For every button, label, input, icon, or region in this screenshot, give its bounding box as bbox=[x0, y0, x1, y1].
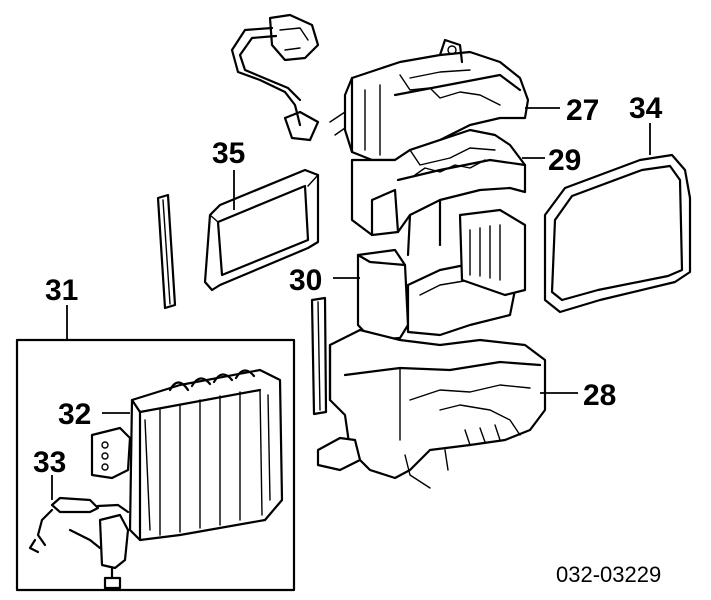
leader-lines bbox=[51, 107, 651, 500]
part-29-middle-case bbox=[350, 128, 527, 257]
pipe-fitting bbox=[230, 13, 320, 142]
evaporator-core bbox=[128, 368, 284, 542]
part-28-lower-case bbox=[316, 328, 547, 489]
callout-33: 33 bbox=[33, 446, 66, 479]
strip-seal-left bbox=[156, 193, 177, 310]
callout-28: 28 bbox=[583, 379, 616, 412]
strip-seal-middle bbox=[310, 296, 328, 416]
expansion-valve bbox=[90, 426, 132, 480]
part-27-upper-case bbox=[329, 38, 530, 162]
thermo-sensor bbox=[28, 496, 130, 590]
callout-27: 27 bbox=[566, 94, 599, 127]
callout-31: 31 bbox=[45, 274, 78, 307]
callout-32: 32 bbox=[58, 398, 91, 431]
callout-29: 29 bbox=[548, 144, 581, 177]
callout-labels: 27 29 34 35 30 28 31 32 33 bbox=[33, 92, 663, 479]
part-34-large-gasket bbox=[543, 153, 692, 314]
evaporator-assembly-box bbox=[15, 338, 296, 592]
diagram-code: 032-03229 bbox=[556, 562, 661, 587]
callout-34: 34 bbox=[629, 92, 663, 125]
part-35-gasket bbox=[203, 168, 320, 292]
callout-30: 30 bbox=[289, 264, 322, 297]
part-30-center-block bbox=[356, 208, 527, 342]
callout-35: 35 bbox=[212, 137, 245, 170]
